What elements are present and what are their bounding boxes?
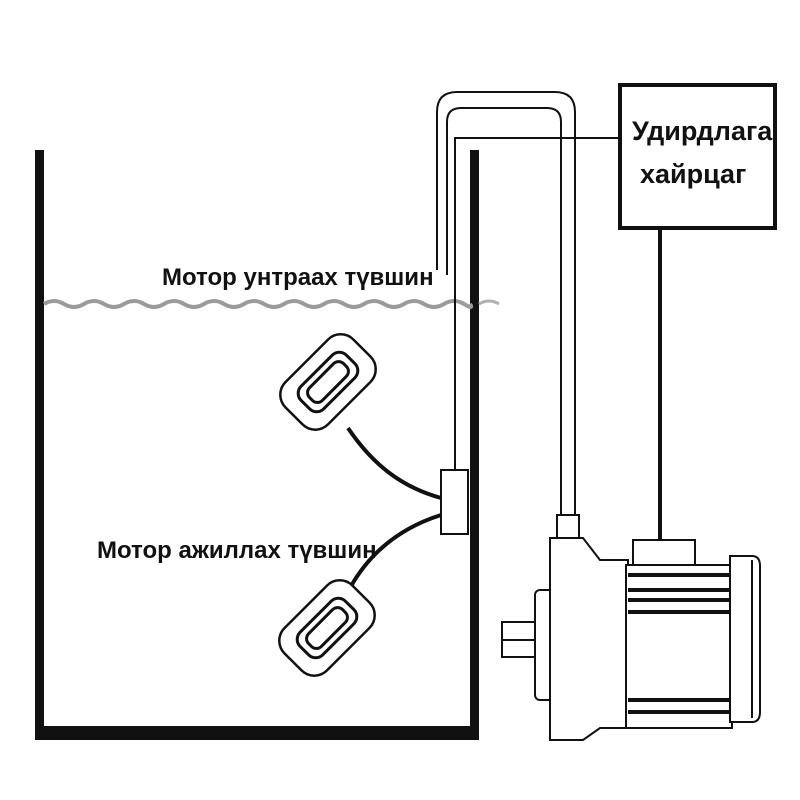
junction-box bbox=[440, 469, 469, 535]
pump-terminal-box bbox=[632, 539, 696, 567]
pipes bbox=[436, 91, 620, 515]
pump-end-cap bbox=[729, 555, 761, 723]
water-tank bbox=[35, 150, 479, 740]
cable-pipe-outer bbox=[436, 91, 576, 515]
control-box-label-line1: Удирдлага bbox=[632, 116, 773, 146]
motor-off-level-label: Мотор унтраах түвшин bbox=[162, 264, 434, 291]
upper-float-cable bbox=[346, 426, 442, 500]
cable-pipe-inner bbox=[446, 107, 562, 515]
pump-outlet bbox=[556, 514, 580, 541]
water-pump bbox=[501, 514, 761, 741]
water-surface-outside bbox=[478, 299, 500, 306]
tank-right-wall bbox=[470, 150, 479, 740]
upper-float-switch bbox=[279, 333, 377, 431]
tank-left-wall bbox=[35, 150, 44, 740]
motor-on-level-label: Мотор ажиллах түвшин bbox=[97, 537, 377, 564]
lower-float-cable bbox=[348, 513, 442, 589]
lower-float-switch bbox=[278, 579, 376, 677]
control-box: Удирдлага хайрцаг bbox=[618, 83, 777, 230]
tank-bottom bbox=[35, 726, 479, 740]
cable-to-switch bbox=[454, 137, 620, 470]
pump-head bbox=[549, 537, 629, 741]
control-box-label-line2: хайрцаг bbox=[640, 159, 746, 189]
motor-cooling-fins bbox=[628, 573, 730, 714]
water-surface bbox=[42, 299, 474, 309]
